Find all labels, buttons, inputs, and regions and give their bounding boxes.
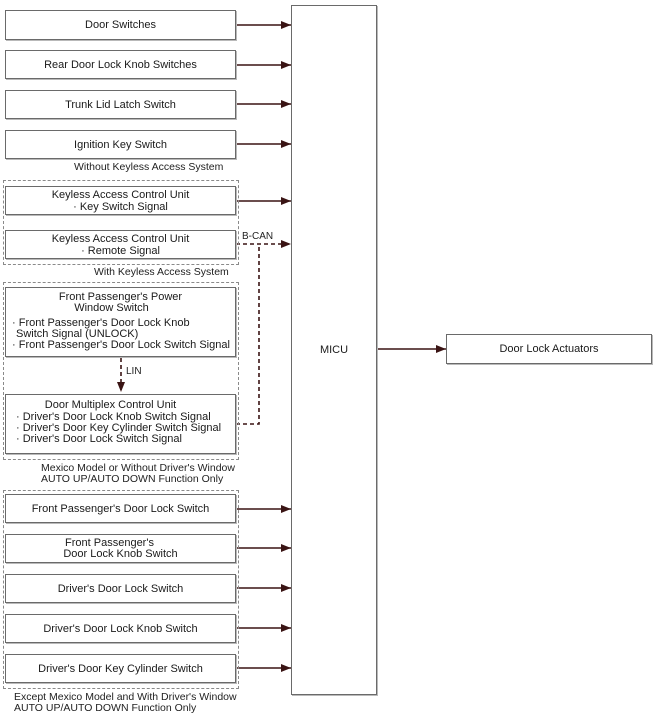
fp-window-title2: Window Switch: [74, 302, 149, 314]
drv-door-lock-knob-switch-label: Driver's Door Lock Knob Switch: [43, 622, 198, 635]
group-except-mexico: [3, 490, 239, 689]
keyless-key-switch-box: Keyless Access Control Unit · Key Switch…: [5, 186, 236, 215]
ignition-key-switch-box: Ignition Key Switch: [5, 130, 236, 159]
fp-knob-line1: Front Passenger's: [65, 536, 154, 549]
keyless-key-title: Keyless Access Control Unit: [51, 188, 190, 201]
front-passenger-door-lock-switch-box: Front Passenger's Door Lock Switch: [5, 494, 236, 523]
drivers-door-key-cylinder-switch-box: Driver's Door Key Cylinder Switch: [5, 654, 236, 683]
door-switches-box: Door Switches: [5, 10, 236, 40]
caption-except-line2: AUTO UP/AUTO DOWN Function Only: [14, 702, 197, 714]
caption-without-keyless: Without Keyless Access System: [74, 161, 224, 173]
drivers-door-lock-knob-switch-box: Driver's Door Lock Knob Switch: [5, 614, 236, 643]
multiplex-title: Door Multiplex Control Unit: [44, 399, 177, 411]
door-multiplex-control-unit-box: Door Multiplex Control Unit · Driver's D…: [5, 394, 236, 454]
drv-door-key-cylinder-switch-label: Driver's Door Key Cylinder Switch: [38, 662, 203, 675]
keyless-key-signal: · Key Switch Signal: [73, 200, 168, 213]
fp-window-signal1a: · Front Passenger's Door Lock Knob: [12, 317, 190, 329]
caption-mexico-line1: Mexico Model or Without Driver's Window: [41, 462, 235, 474]
rear-door-lock-knob-switches-box: Rear Door Lock Knob Switches: [5, 50, 236, 79]
caption-mexico-line2: AUTO UP/AUTO DOWN Function Only: [41, 473, 224, 485]
fp-door-lock-switch-label: Front Passenger's Door Lock Switch: [31, 502, 210, 515]
keyless-remote-title: Keyless Access Control Unit: [51, 232, 190, 245]
micu-box: MICU: [291, 5, 377, 695]
fp-knob-line2: Door Lock Knob Switch: [63, 547, 178, 560]
caption-except-line1: Except Mexico Model and With Driver's Wi…: [14, 691, 237, 703]
drivers-door-lock-switch-box: Driver's Door Lock Switch: [5, 574, 236, 603]
rear-door-lock-knob-switches-label: Rear Door Lock Knob Switches: [44, 58, 197, 71]
door-switches-label: Door Switches: [85, 19, 156, 31]
group-mexico: [3, 282, 239, 460]
multiplex-signal2: · Driver's Door Key Cylinder Switch Sign…: [16, 422, 222, 434]
multiplex-signal3: · Driver's Door Lock Switch Signal: [16, 433, 182, 445]
bcan-dashed-link: [236, 244, 260, 425]
door-lock-actuators-box: Door Lock Actuators: [446, 334, 652, 364]
fp-window-signal2: · Front Passenger's Door Lock Switch Sig…: [12, 339, 230, 351]
fp-window-title1: Front Passenger's Power: [58, 291, 183, 303]
fp-window-signal1b: Switch Signal (UNLOCK): [16, 328, 139, 340]
caption-except-mexico: Except Mexico Model and With Driver's Wi…: [14, 692, 237, 714]
lin-label: LIN: [126, 366, 142, 377]
drv-door-lock-switch-label: Driver's Door Lock Switch: [57, 582, 184, 595]
trunk-lid-latch-switch-box: Trunk Lid Latch Switch: [5, 90, 236, 119]
bcan-label: B-CAN: [242, 231, 274, 242]
front-passenger-door-lock-knob-switch-box: Front Passenger's Door Lock Knob Switch: [5, 534, 236, 563]
front-passenger-power-window-switch-box: Front Passenger's Power Window Switch · …: [5, 287, 236, 357]
micu-label: MICU: [319, 344, 349, 356]
caption-mexico: Mexico Model or Without Driver's Window …: [41, 463, 235, 485]
keyless-remote-box: Keyless Access Control Unit · Remote Sig…: [5, 230, 236, 259]
multiplex-signal1: · Driver's Door Lock Knob Switch Signal: [16, 411, 211, 423]
door-lock-actuators-label: Door Lock Actuators: [499, 343, 599, 355]
group-with-keyless: [3, 180, 239, 265]
ignition-key-switch-label: Ignition Key Switch: [74, 138, 167, 151]
caption-with-keyless: With Keyless Access System: [94, 266, 229, 278]
trunk-lid-latch-switch-label: Trunk Lid Latch Switch: [65, 98, 176, 111]
keyless-remote-signal: · Remote Signal: [81, 244, 160, 257]
